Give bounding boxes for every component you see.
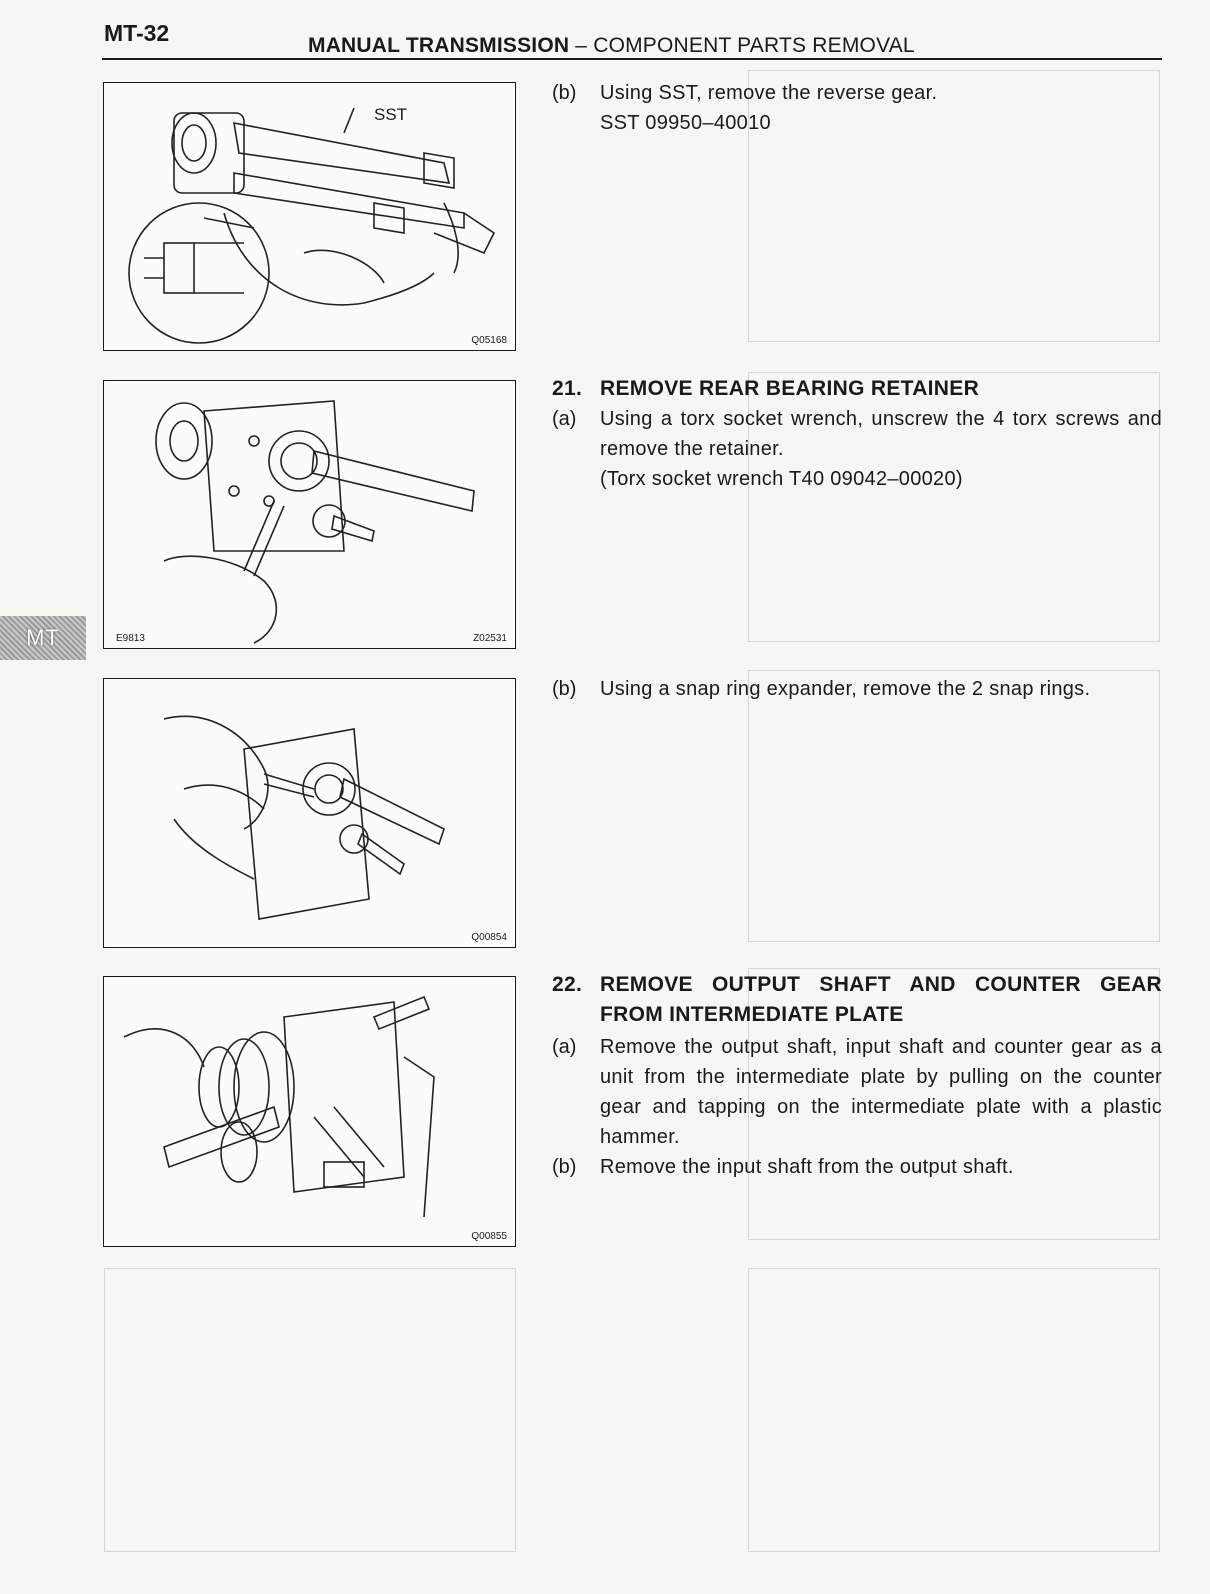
step-number: 21. [552,377,583,400]
figure-output-shaft-removal: Q00855 [103,976,516,1247]
substep-label: (a) [552,408,577,430]
figure-code: Q00855 [471,1231,507,1242]
output-shaft-illustration [123,995,435,1218]
sst-callout: SST [374,105,408,124]
bleed-through-frame [748,968,1160,1240]
figure-code: Q05168 [471,335,507,346]
section-tab: MT [0,616,86,660]
substep-label: (a) [552,1036,577,1058]
bleed-through-frame [748,70,1160,342]
sst-number: SST 09950–40010 [600,112,771,134]
substep-text: Remove the output shaft, input shaft and… [600,1036,1162,1148]
figure-code: Z02531 [473,633,507,644]
substep-text: Remove the input shaft from the output s… [600,1156,1014,1178]
snap-ring-illustration [163,715,445,920]
tool-note: (Torx socket wrench T40 09042–00020) [600,468,963,490]
gear-puller-illustration [128,107,496,344]
bleed-through-frame [748,670,1160,942]
substep-label: (b) [552,678,577,700]
figure-rear-bearing-retainer: E9813 Z02531 [103,380,516,649]
figure-code: Q00854 [471,932,507,943]
header-rule [102,58,1162,60]
substep-text: Using SST, remove the reverse gear. [600,82,938,104]
retainer-removal-illustration [155,400,475,644]
substep-text: Using a torx socket wrench, unscrew the … [600,408,1162,460]
substep-label: (b) [552,1156,577,1178]
bleed-through-frame [748,1268,1160,1552]
page-title: MANUAL TRANSMISSION – COMPONENT PARTS RE… [308,34,915,58]
figure-left-code: E9813 [116,633,145,644]
step-title: REMOVE REAR BEARING RETAINER [600,377,980,400]
figure-snap-ring-removal: Q00854 [103,678,516,948]
step-number: 22. [552,973,583,996]
page-number: MT-32 [104,20,170,46]
section-title: MANUAL TRANSMISSION [308,34,570,57]
section-subtitle: – COMPONENT PARTS REMOVAL [569,34,915,57]
figure-reverse-gear-removal: SST Q05168 [103,82,516,351]
step-title: REMOVE OUTPUT SHAFT AND COUNTER GEAR FRO… [600,973,1162,1026]
substep-text: Using a snap ring expander, remove the 2… [600,678,1091,700]
bleed-through-frame [748,372,1160,642]
substep-label: (b) [552,82,577,104]
bleed-through-frame [104,1268,516,1552]
